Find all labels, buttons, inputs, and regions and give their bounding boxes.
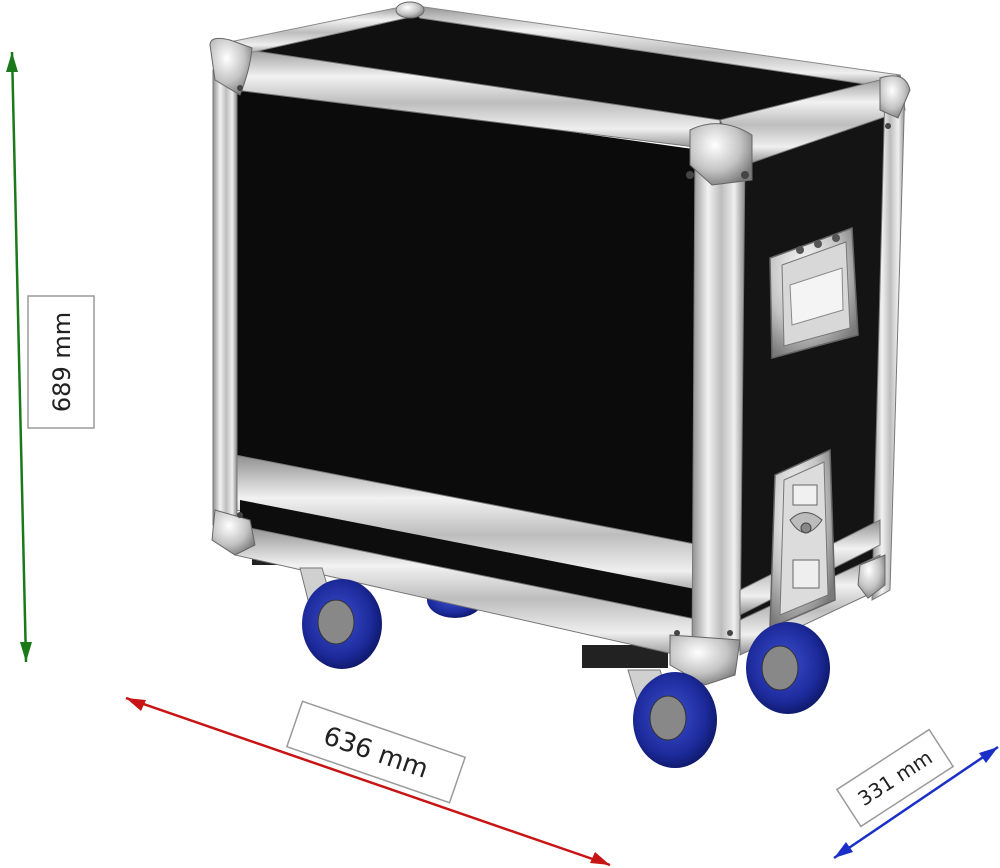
caster-plate-front xyxy=(582,645,668,668)
depth-arrowhead-right xyxy=(979,747,998,763)
depth-dimension-line xyxy=(833,745,999,860)
case-front-panel xyxy=(235,85,700,595)
ball-corner-bottom-right xyxy=(857,554,886,599)
front-corner-extrusion xyxy=(691,139,746,661)
height-dimension-line xyxy=(10,51,28,663)
caster-wheel-rear-right xyxy=(746,622,830,714)
depth-dimension: 331 mm xyxy=(833,728,999,860)
ball-corner-top-left xyxy=(209,37,253,96)
case-side-panel xyxy=(730,100,895,650)
butterfly-latch xyxy=(769,448,836,630)
ball-corner-bottom-front xyxy=(669,630,741,686)
left-vertical-extrusion xyxy=(212,69,238,541)
ball-corner-top-front xyxy=(686,123,753,186)
case-top-panel xyxy=(230,10,905,130)
height-label-box xyxy=(27,295,95,429)
height-label: 689 mm xyxy=(48,312,76,412)
height-arrowhead-top xyxy=(6,52,18,72)
ball-corner-top-right xyxy=(879,75,911,129)
width-label-box xyxy=(285,700,467,804)
caster-wheel-front-right xyxy=(627,669,717,768)
depth-label-box xyxy=(835,728,955,828)
height-arrowhead-bottom xyxy=(20,642,32,662)
width-arrowhead-left xyxy=(126,698,146,711)
caster-wheel-front-left xyxy=(299,567,382,669)
width-dimension-line xyxy=(125,696,611,867)
width-arrowhead-right xyxy=(590,852,610,865)
recessed-handle xyxy=(769,226,859,359)
ball-corner-top-back xyxy=(395,1,425,19)
height-dimension: 689 mm xyxy=(6,51,95,663)
depth-arrowhead-left xyxy=(834,842,853,858)
width-dimension: 636 mm xyxy=(125,696,611,867)
ball-corner-bottom-left xyxy=(211,509,256,556)
